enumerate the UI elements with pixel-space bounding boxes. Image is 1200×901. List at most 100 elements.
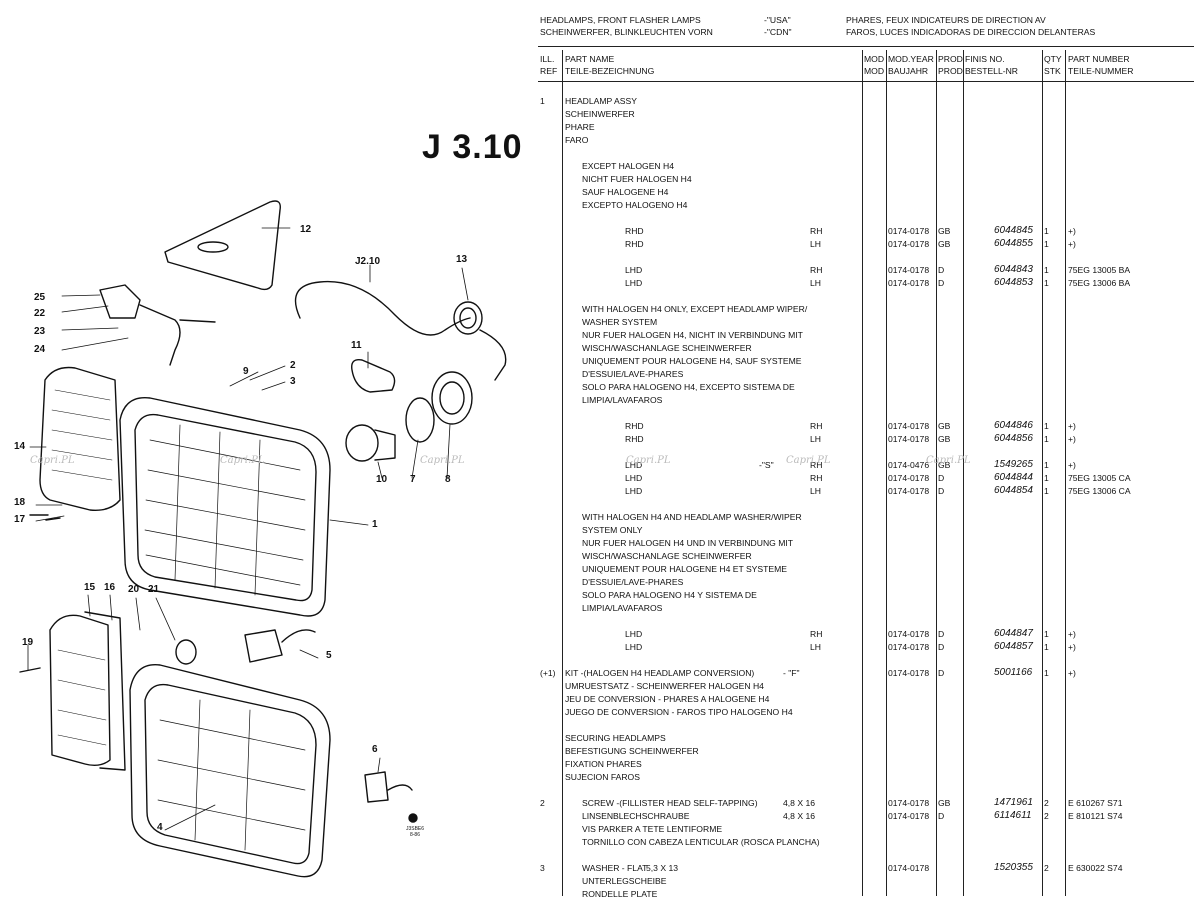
part-name: JEU DE CONVERSION - PHARES A HALOGENE H4: [565, 694, 770, 704]
mod-side: LH: [810, 486, 821, 496]
part-name: LHD: [625, 265, 643, 275]
callout-number: 12: [300, 224, 312, 235]
part-number: +): [1068, 460, 1076, 470]
part-number: +): [1068, 642, 1076, 652]
title-es: FAROS, LUCES INDICADORAS DE DIRECCION DE…: [846, 27, 1096, 37]
mod-side: RH: [810, 629, 823, 639]
ill-ref: 1: [540, 96, 545, 106]
column-header: TEILE-NUMMER: [1068, 66, 1134, 76]
part-name: RHD: [625, 434, 644, 444]
callout-number: 8: [445, 474, 451, 485]
part-name: RHD: [625, 421, 644, 431]
bulb-cover-inner: [439, 381, 465, 415]
connector-block: [244, 629, 283, 663]
part-name: RONDELLE PLATE: [582, 889, 658, 899]
callout-number: 16: [104, 582, 116, 593]
bracket-hole: [197, 241, 229, 253]
part-name: SYSTEM ONLY: [582, 525, 643, 535]
callout-number: 1: [372, 519, 378, 530]
column-header: PROD: [938, 66, 963, 76]
model-year: 0174-0178: [888, 798, 930, 808]
stamp-date: 8-86: [409, 832, 420, 838]
part-name: EXCEPT HALOGEN H4: [582, 161, 675, 171]
column-header: ILL.: [540, 54, 555, 64]
mod-side: LH: [810, 278, 821, 288]
callout-number: 2: [290, 360, 296, 371]
callout-number: 24: [34, 344, 46, 355]
cross-reference: J2.10: [355, 256, 381, 267]
holder-wire: [139, 304, 181, 366]
callout-number: 14: [14, 441, 26, 452]
mod-side: RH: [810, 473, 823, 483]
part-name: LHD: [625, 460, 643, 470]
prod-code: D: [938, 629, 945, 639]
finis-number: 6044857: [994, 641, 1033, 652]
callout-number: 10: [376, 474, 388, 485]
model-year: 0174-0178: [888, 473, 930, 483]
flasher-ribs-upper: [51, 389, 113, 481]
part-name: RHD: [625, 239, 644, 249]
part-number: +): [1068, 629, 1076, 639]
callout-number: 18: [14, 497, 26, 508]
socket-wire: [479, 329, 507, 381]
headlamp-lower: [129, 664, 331, 878]
section-code: J 3.10: [422, 128, 523, 166]
prod-code: GB: [938, 239, 951, 249]
prod-code: D: [938, 642, 945, 652]
prod-code: GB: [938, 460, 951, 470]
spring-ring: [405, 397, 435, 443]
part-name: NUR FUER HALOGEN H4, NICHT IN VERBINDUNG…: [582, 330, 803, 340]
finis-number: 6114611: [994, 810, 1032, 821]
part-name: SCREW -(FILLISTER HEAD SELF-TAPPING): [582, 798, 758, 808]
prod-code: D: [938, 811, 945, 821]
model-year: 0174-0178: [888, 642, 930, 652]
finis-number: 6044854: [994, 485, 1033, 496]
col-divider: [936, 50, 937, 896]
flasher-ribs-lower: [57, 649, 107, 746]
mod-side: RH: [810, 226, 823, 236]
finis-number: 6044847: [994, 628, 1033, 639]
column-header: PART NAME: [565, 54, 615, 64]
title-en: HEADLAMPS, FRONT FLASHER LAMPS: [540, 15, 701, 25]
part-name: SUJECION FAROS: [565, 772, 640, 782]
dimension-note: 5,3 X 13: [646, 863, 679, 873]
callout-number: 7: [410, 474, 416, 485]
market-cdn: -"CDN": [764, 27, 792, 37]
part-name: TORNILLO CON CABEZA LENTICULAR (ROSCA PL…: [582, 837, 820, 847]
bulb-cover: [431, 371, 473, 425]
headlamp-lower-lens: [144, 683, 317, 865]
part-name: WASHER SYSTEM: [582, 317, 658, 327]
finis-number: 6044855: [994, 238, 1033, 249]
lower-bulb: [345, 424, 379, 462]
finis-number: 6044844: [994, 472, 1033, 483]
lens-pattern: [144, 424, 306, 596]
part-name: UNTERLEGSCHEIBE: [582, 876, 667, 886]
upper-bulb: [351, 359, 396, 393]
quantity: 1: [1044, 278, 1049, 288]
watermark: Capri.PL: [30, 455, 75, 466]
col-divider: [1065, 50, 1066, 896]
column-header: REF: [540, 66, 558, 76]
part-number: +): [1068, 226, 1076, 236]
title-de: SCHEINWERFER, BLINKLEUCHTEN VORN: [540, 27, 713, 37]
part-name: WASHER - FLAT: [582, 863, 648, 873]
part-name: UNIQUEMENT POUR HALOGENE H4, SAUF SYSTEM…: [582, 356, 802, 366]
prod-code: D: [938, 473, 945, 483]
parts-list: HEADLAMPS, FRONT FLASHER LAMPS SCHEINWER…: [538, 10, 1194, 899]
lower-lens-pattern: [157, 699, 306, 851]
callout-number: 6: [372, 744, 378, 755]
part-name: UMRUESTSATZ - SCHEINWERFER HALOGEN H4: [565, 681, 764, 691]
finis-number: 6044853: [994, 277, 1033, 288]
callout-number: 9: [243, 366, 249, 377]
part-number: E 630022 S74: [1068, 863, 1123, 873]
headlamp-main: [119, 396, 331, 617]
part-name: VIS PARKER A TETE LENTIFORME: [582, 824, 723, 834]
finis-number: 6044843: [994, 264, 1033, 275]
prod-code: GB: [938, 226, 951, 236]
callout-number: 3: [290, 376, 296, 387]
part-number: +): [1068, 434, 1076, 444]
finis-number: 6044845: [994, 225, 1033, 236]
quantity: 2: [1044, 863, 1049, 873]
quantity: 1: [1044, 642, 1049, 652]
